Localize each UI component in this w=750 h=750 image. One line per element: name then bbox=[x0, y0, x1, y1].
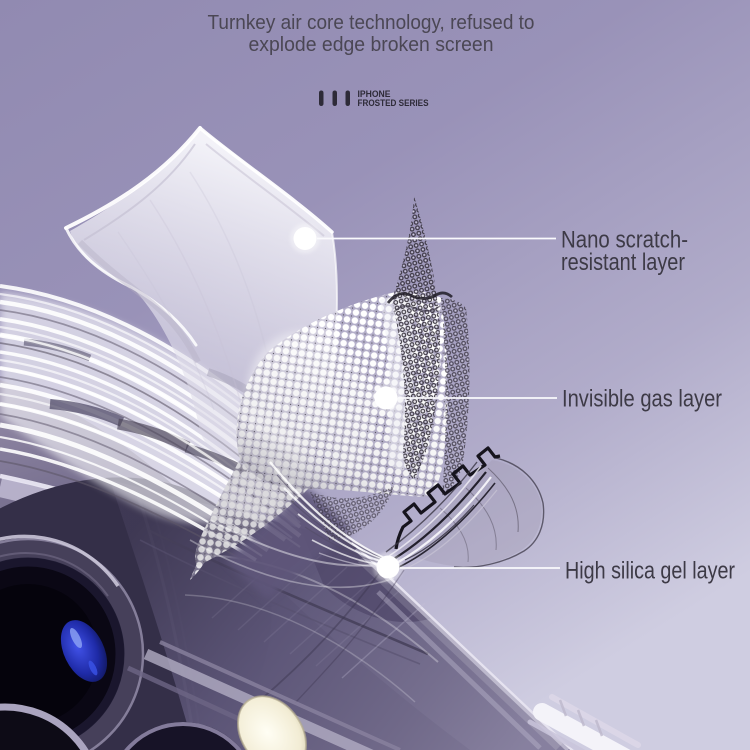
svg-text:Nano scratch-: Nano scratch- bbox=[561, 227, 688, 254]
svg-text:High silica gel layer: High silica gel layer bbox=[565, 558, 735, 585]
svg-text:Invisible gas layer: Invisible gas layer bbox=[562, 386, 722, 413]
svg-text:resistant layer: resistant layer bbox=[561, 249, 685, 276]
svg-text:explode edge broken screen: explode edge broken screen bbox=[249, 33, 494, 56]
svg-text:IPHONE: IPHONE bbox=[358, 89, 391, 99]
svg-text:Turnkey air core technology, r: Turnkey air core technology, refused to bbox=[208, 11, 535, 34]
svg-text:FROSTED SERIES: FROSTED SERIES bbox=[358, 98, 429, 108]
